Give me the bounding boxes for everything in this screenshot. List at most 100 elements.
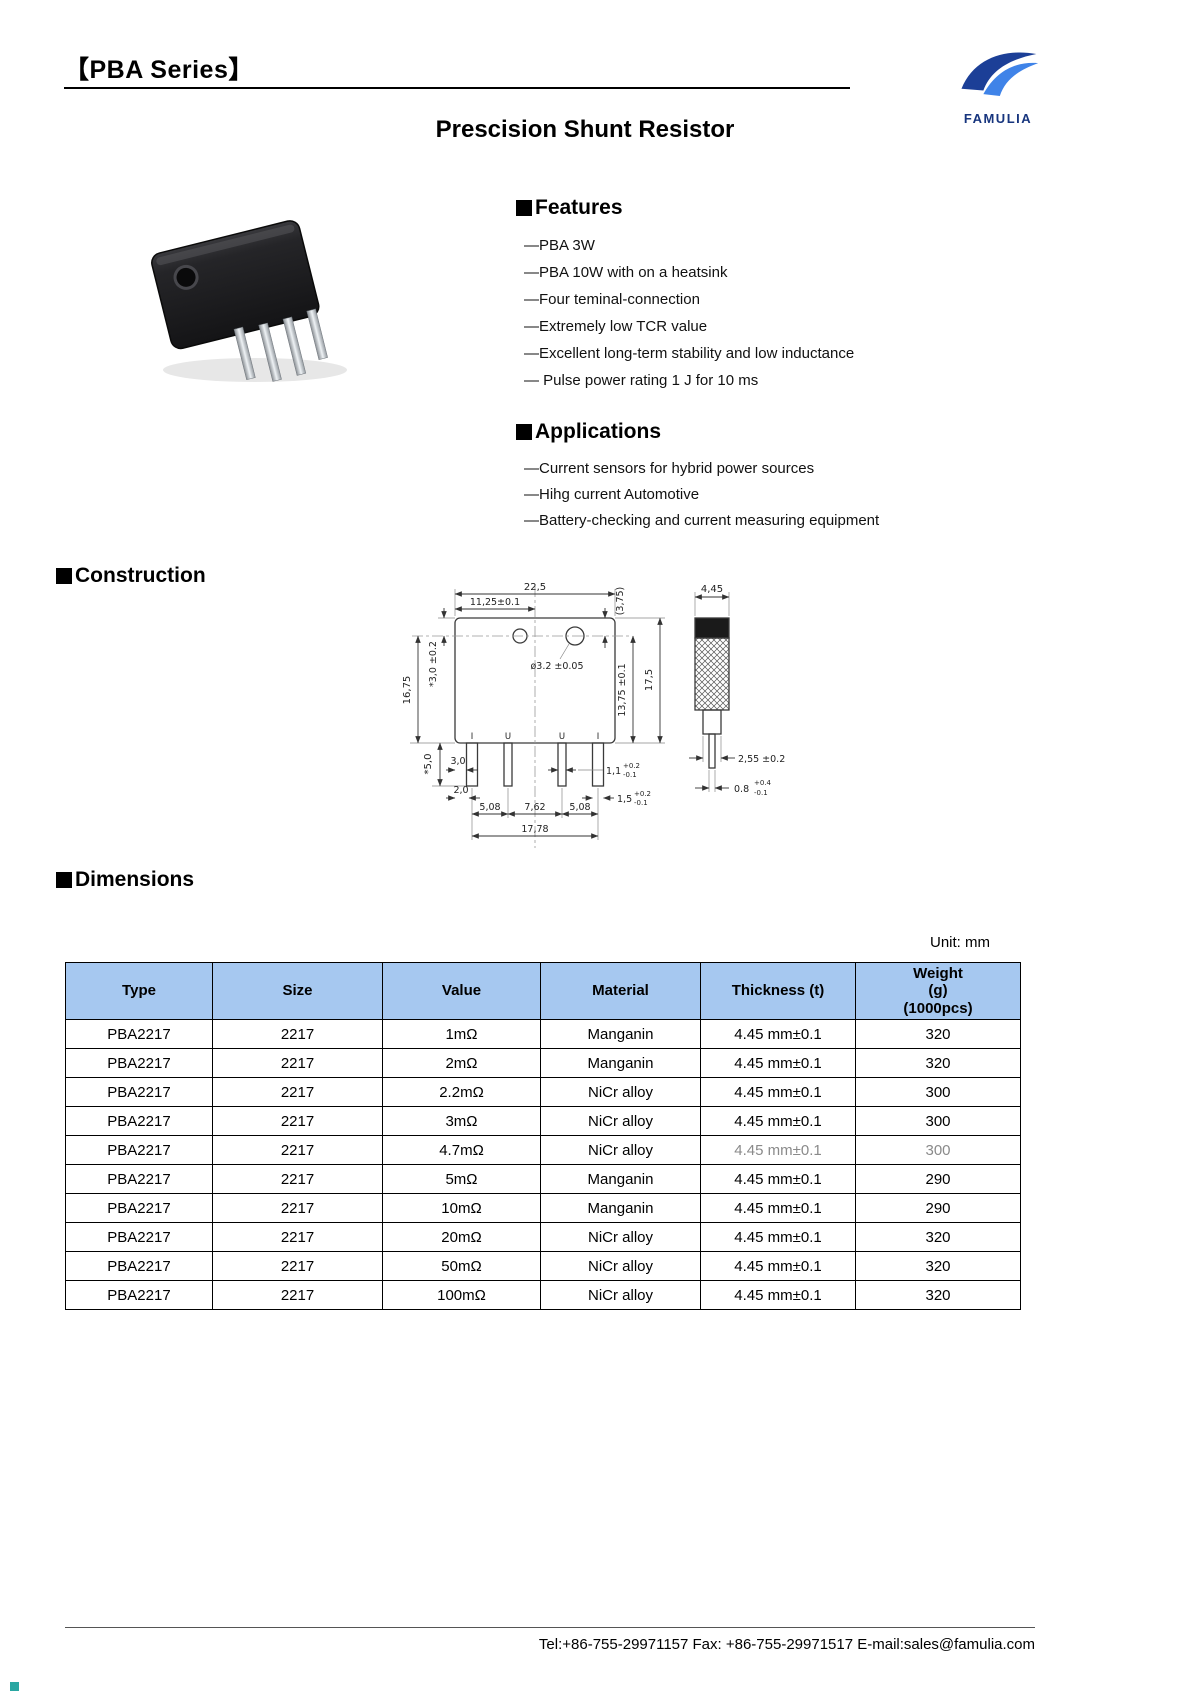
col-header-thickness: Thickness (t) <box>700 962 856 1020</box>
feature-item: —Excellent long-term stability and low i… <box>524 345 855 362</box>
footer-contact: Tel:+86-755-29971157 Fax: +86-755-299715… <box>538 1636 1035 1653</box>
table-cell: 2217 <box>212 1280 383 1310</box>
applications-heading-label: Applications <box>535 420 662 443</box>
table-cell: 20mΩ <box>382 1222 541 1252</box>
table-cell: Manganin <box>540 1048 701 1078</box>
table-cell: 10mΩ <box>382 1193 541 1223</box>
table-cell: 4.7mΩ <box>382 1135 541 1165</box>
section-marker-icon <box>516 200 532 216</box>
section-marker-icon <box>516 424 532 440</box>
table-cell: PBA2217 <box>65 1077 213 1107</box>
table-cell: 2217 <box>212 1106 383 1136</box>
terminal-mark: U <box>505 732 511 742</box>
table-cell: 2217 <box>212 1019 383 1049</box>
dim-side-pin-tol-minus: -0.1 <box>754 789 768 797</box>
dim-pin-length: *5,0 <box>423 754 434 775</box>
features-heading-label: Features <box>535 196 623 219</box>
table-cell: PBA2217 <box>65 1164 213 1194</box>
table-cell: 2217 <box>212 1193 383 1223</box>
table-cell: 100mΩ <box>382 1280 541 1310</box>
feature-item: —Four teminal-connection <box>524 291 700 308</box>
dim-hole-center-x: 11,25±0.1 <box>470 597 520 608</box>
terminal-mark: I <box>597 732 600 742</box>
header-rule <box>64 87 850 89</box>
feature-item: —PBA 3W <box>524 237 595 254</box>
centerlines <box>412 586 632 848</box>
table-cell: PBA2217 <box>65 1222 213 1252</box>
application-item: —Hihg current Automotive <box>524 486 700 503</box>
dim-hole-from-top: *3,0 ±0.2 <box>428 641 439 687</box>
dim-pitch-a: 5,08 <box>479 802 500 813</box>
dimensions-heading: Dimensions <box>56 868 194 892</box>
table-cell: 2217 <box>212 1164 383 1194</box>
dim-side-pin-width: 0.8 <box>734 784 749 795</box>
table-cell: 3mΩ <box>382 1106 541 1136</box>
table-cell: 4.45 mm±0.1 <box>700 1077 856 1107</box>
table-cell: Manganin <box>540 1193 701 1223</box>
table-cell: 2217 <box>212 1048 383 1078</box>
dim-inner-pin-tol-minus: -0.1 <box>623 771 637 779</box>
spec-table: Type Size Value Material Thickness (t) W… <box>65 962 1021 1310</box>
table-cell: Manganin <box>540 1019 701 1049</box>
col-header-size: Size <box>212 962 383 1020</box>
table-cell: 5mΩ <box>382 1164 541 1194</box>
dim-overall-width: 22,5 <box>524 582 546 593</box>
table-cell: 300 <box>855 1077 1021 1107</box>
col-header-weight: Weight (g) (1000pcs) <box>855 962 1021 1020</box>
col-header-material: Material <box>540 962 701 1020</box>
dim-top-to-hole: (3,75) <box>615 587 626 616</box>
photo-shadow <box>163 358 347 382</box>
table-cell: 290 <box>855 1164 1021 1194</box>
table-cell: NiCr alloy <box>540 1135 701 1165</box>
table-cell: 4.45 mm±0.1 <box>700 1222 856 1252</box>
table-cell: 290 <box>855 1193 1021 1223</box>
table-cell: NiCr alloy <box>540 1251 701 1281</box>
table-cell: 4.45 mm±0.1 <box>700 1251 856 1281</box>
feature-item: —Extremely low TCR value <box>524 318 708 335</box>
table-cell: 4.45 mm±0.1 <box>700 1164 856 1194</box>
table-cell: 320 <box>855 1280 1021 1310</box>
col-header-value: Value <box>382 962 541 1020</box>
brand-logo: FAMULIA <box>946 46 1050 126</box>
table-cell: 300 <box>855 1106 1021 1136</box>
dim-side-pin-tol-plus: +0.4 <box>754 779 772 787</box>
feature-item: — Pulse power rating 1 J for 10 ms <box>524 372 759 389</box>
table-cell: 2217 <box>212 1251 383 1281</box>
applications-heading: Applications <box>516 420 661 444</box>
dim-outer-pin-width: 1,5 <box>617 794 632 805</box>
table-cell: 300 <box>855 1135 1021 1165</box>
table-cell: 2217 <box>212 1222 383 1252</box>
resistor-body <box>151 220 328 382</box>
feature-item: —PBA 10W with on a heatsink <box>524 264 728 281</box>
dim-hole-dia: ø3.2 ±0.05 <box>530 661 583 672</box>
dim-outer-pin-tol-minus: -0.1 <box>634 799 648 807</box>
applications-list: —Current sensors for hybrid power source… <box>524 456 879 534</box>
table-cell: PBA2217 <box>65 1019 213 1049</box>
side-view-outline <box>694 617 730 769</box>
table-cell: PBA2217 <box>65 1135 213 1165</box>
table-cell: PBA2217 <box>65 1106 213 1136</box>
table-cell: 320 <box>855 1251 1021 1281</box>
table-cell: 4.45 mm±0.1 <box>700 1019 856 1049</box>
table-cell: 1mΩ <box>382 1019 541 1049</box>
dimensions-heading-label: Dimensions <box>75 868 195 891</box>
construction-heading: Construction <box>56 564 206 588</box>
table-header-row: Type Size Value Material Thickness (t) W… <box>65 962 1021 1020</box>
col-header-type: Type <box>65 962 213 1020</box>
section-marker-icon <box>56 568 72 584</box>
dim-inner-pin-tol-plus: +0.2 <box>623 762 640 770</box>
table-cell: 320 <box>855 1048 1021 1078</box>
mounting-hole <box>173 264 199 290</box>
resistor-pins <box>233 308 328 382</box>
table-cell: PBA2217 <box>65 1280 213 1310</box>
table-cell: 4.45 mm±0.1 <box>700 1135 856 1165</box>
table-cell: 320 <box>855 1019 1021 1049</box>
